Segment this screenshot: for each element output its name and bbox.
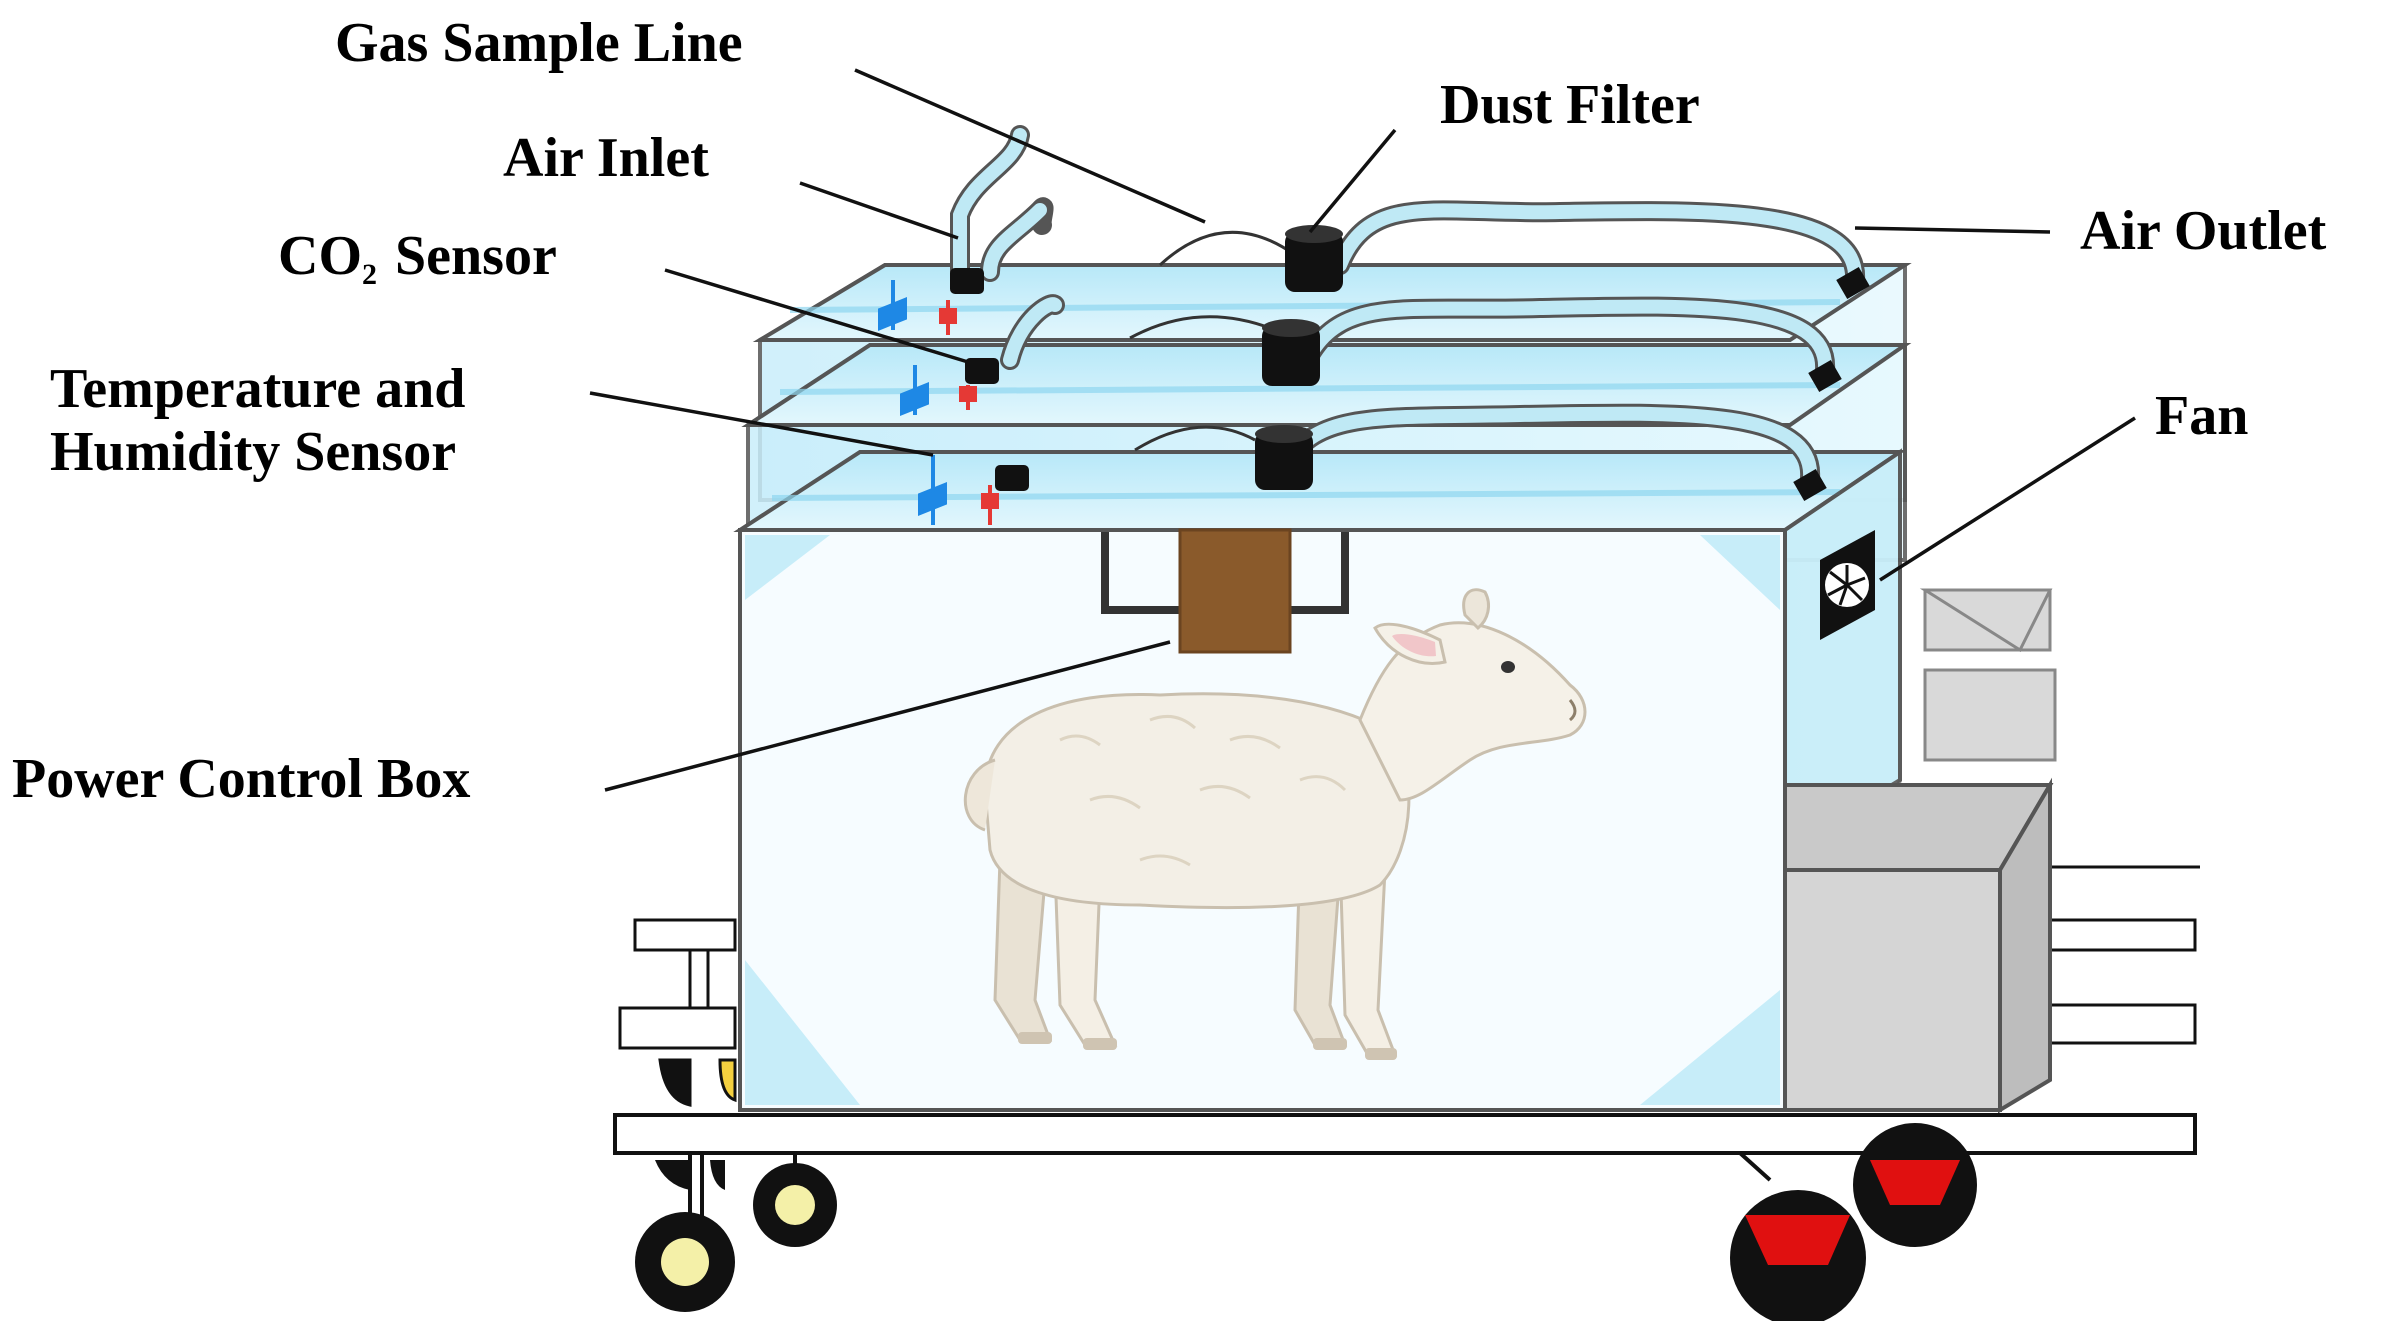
label-temp-humidity-line2: Humidity Sensor — [50, 420, 457, 483]
label-temp-humidity-line1: Temperature and — [50, 358, 466, 420]
fan-unit — [1820, 530, 1875, 640]
label-co2-sensor: CO2 Sensor — [278, 225, 557, 292]
label-co2-subscript: 2 — [362, 258, 377, 291]
leader-lines — [589, 68, 2136, 792]
leader-fan — [1879, 416, 2136, 582]
co2-sensor-connectors — [950, 268, 1029, 491]
red-sensor-marks — [939, 300, 999, 525]
label-power-control-box: Power Control Box — [12, 748, 471, 810]
leader-gas-sample-line — [854, 68, 1206, 224]
leader-dust-filter — [1308, 128, 1397, 234]
label-air-inlet: Air Inlet — [503, 127, 709, 189]
label-temp-humidity: Temperature and Humidity Sensor — [50, 358, 465, 483]
air-outlet-connectors — [1793, 266, 1870, 502]
label-gas-sample-line: Gas Sample Line — [335, 12, 743, 74]
gas-sample-line-tubes — [1129, 230, 1296, 452]
gray-shelf-boxes — [1919, 588, 2057, 762]
label-co2-main: CO — [278, 225, 362, 287]
temp-humidity-sensors — [878, 280, 947, 525]
dust-filter-cylinders — [1255, 225, 1343, 490]
cart-wheels — [635, 1123, 1977, 1321]
label-co2-rest: Sensor — [395, 225, 557, 287]
leader-air-outlet — [1854, 226, 2051, 234]
gray-storage-box — [1783, 777, 2054, 1114]
air-outlet-tubes — [1280, 200, 1866, 488]
right-shelf-lines — [2025, 865, 2200, 1045]
leader-co2-sensor — [664, 268, 969, 364]
leader-temp-humidity — [589, 391, 934, 457]
leader-power-box — [604, 640, 1171, 792]
lamb-illustration — [963, 588, 1587, 1060]
label-dust-filter: Dust Filter — [1440, 74, 1700, 136]
air-inlet-tubes — [950, 125, 1065, 370]
power-control-box — [1101, 528, 1349, 654]
leader-air-inlet — [799, 181, 959, 240]
label-air-outlet: Air Outlet — [2080, 200, 2327, 262]
label-fan: Fan — [2155, 385, 2249, 447]
left-shelf-parts — [618, 918, 737, 1107]
